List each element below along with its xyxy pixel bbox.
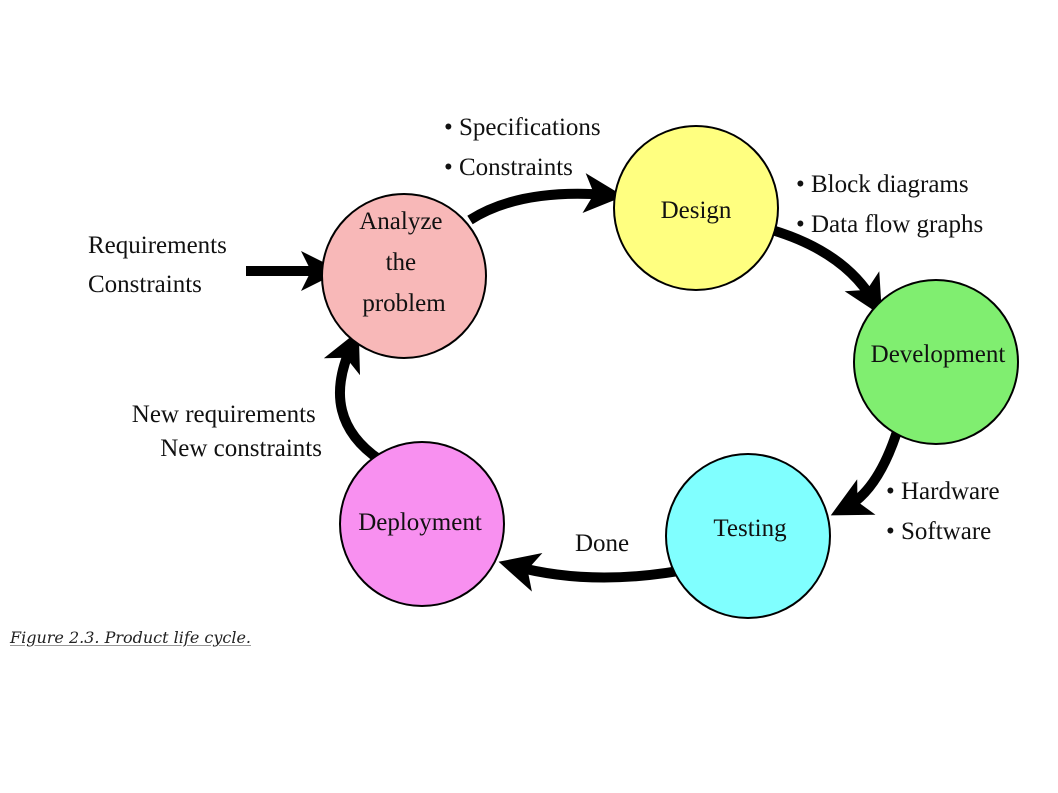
deployment-to-analyze-line-1: New requirements: [132, 401, 316, 428]
svg-text:Deployment: Deployment: [358, 509, 482, 536]
input-annotation-line-2: Constraints: [88, 271, 202, 298]
analyze-to-design-line-1: • Specifications: [444, 114, 601, 141]
node-deployment: Deployment: [339, 441, 505, 607]
node-design-circle: [613, 125, 779, 291]
arrow-deployment-to-analyze: [323, 330, 383, 465]
node-analyze-line-2: the: [386, 249, 417, 276]
development-to-testing-line-1: • Hardware: [886, 478, 1000, 505]
svg-text:Analyze the proble: Analyze the problem: [359, 208, 449, 317]
input-annotation: Requirements Constraints: [88, 232, 233, 298]
analyze-to-design-annotation: • Specifications • Constraints: [444, 114, 607, 181]
node-analyze-line-3: problem: [362, 290, 446, 317]
testing-to-deployment-annotation: Done: [575, 530, 629, 557]
svg-text:Design: Design: [661, 197, 732, 224]
design-to-development-line-2: • Data flow graphs: [796, 211, 983, 238]
node-design: Design: [613, 125, 779, 291]
input-annotation-line-1: Requirements: [88, 232, 227, 259]
node-deployment-circle: [339, 441, 505, 607]
arrow-design-to-development: [770, 225, 883, 316]
svg-text:Development: Development: [871, 341, 1006, 368]
analyze-to-design-line-2: • Constraints: [444, 154, 573, 181]
node-analyze-line-1: Analyze: [359, 208, 442, 235]
design-to-development-line-1: • Block diagrams: [796, 171, 969, 198]
arrow-development-to-testing: [830, 420, 905, 516]
deployment-to-analyze-line-2: New constraints: [160, 435, 322, 462]
design-to-development-annotation: • Block diagrams • Data flow graphs: [796, 171, 983, 238]
arrow-analyze-to-design: [467, 173, 624, 225]
node-testing-circle: [665, 453, 831, 619]
testing-to-deployment-line-1: Done: [575, 530, 629, 557]
node-deployment-label: Deployment: [358, 509, 482, 536]
node-design-label: Design: [661, 197, 732, 224]
node-testing-label: Testing: [713, 515, 787, 542]
node-analyze-circle: [321, 193, 487, 359]
development-to-testing-line-2: • Software: [886, 518, 991, 545]
node-development-label: Development: [871, 341, 1006, 368]
arrow-testing-to-deployment: [498, 552, 696, 592]
deployment-to-analyze-annotation: New requirements New constraints: [132, 401, 322, 462]
node-analyze: Analyze the problem: [321, 193, 487, 359]
node-development: Development: [853, 279, 1019, 445]
arrows: [246, 173, 905, 592]
figure-caption: Figure 2.3. Product life cycle.: [10, 628, 251, 647]
node-development-circle: [853, 279, 1019, 445]
node-testing: Testing: [665, 453, 831, 619]
svg-text:Testing: Testing: [713, 515, 787, 542]
development-to-testing-annotation: • Hardware • Software: [886, 478, 1006, 545]
